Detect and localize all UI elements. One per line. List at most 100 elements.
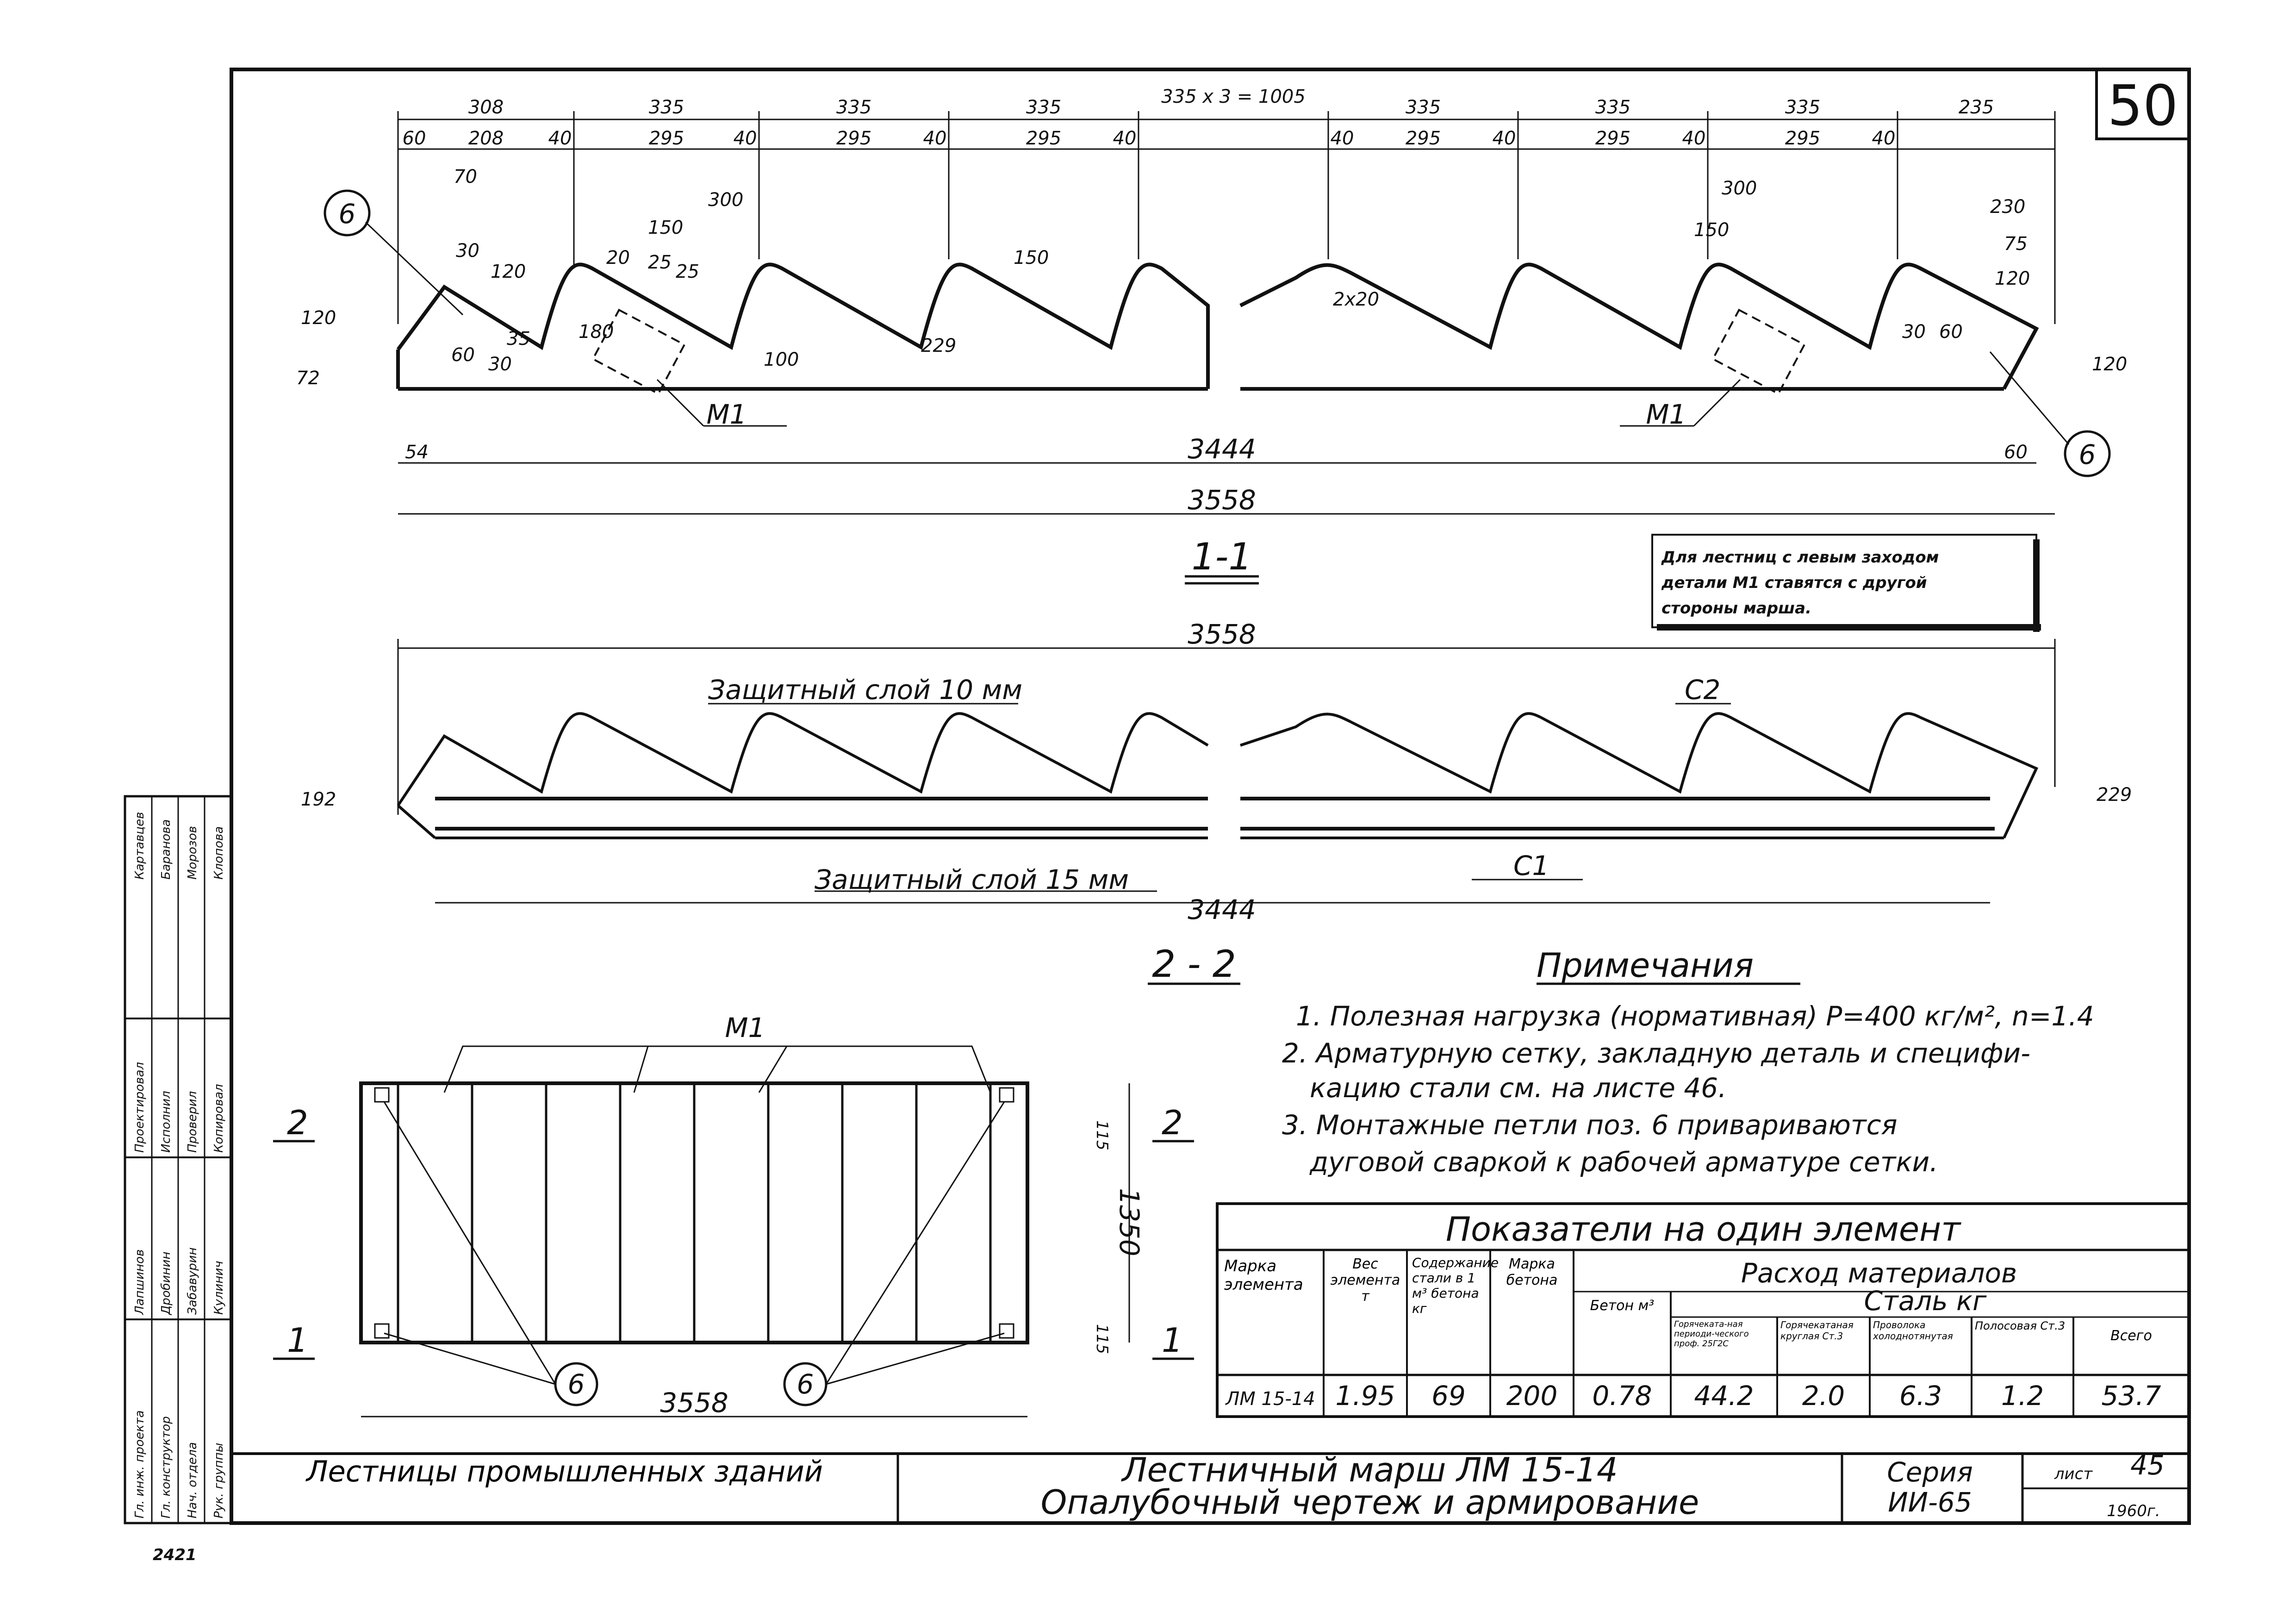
dim-top-8: 235 bbox=[1959, 97, 1994, 118]
detail-dim-20: 20 bbox=[606, 247, 630, 269]
steel-header: Сталь кг bbox=[1864, 1285, 1987, 1317]
dim-top-3: 335 bbox=[836, 97, 871, 118]
hdr-steel-col-1: Горячеката-ная периоди-ческого проф. 25Г… bbox=[1674, 1319, 1749, 1349]
plan-part-label: М1 bbox=[725, 1012, 765, 1043]
sub-dim-16: 40 bbox=[1872, 128, 1896, 149]
hdr-steel-col-5: Всего bbox=[2110, 1328, 2152, 1344]
note-item-3: 3. Монтажные петли поз. 6 привариваются bbox=[1282, 1109, 1897, 1141]
detail-dim-300b: 300 bbox=[1722, 178, 1757, 199]
callout-6-right-label: 6 bbox=[2079, 439, 2096, 470]
dim-3444-s1: 3444 bbox=[1188, 433, 1256, 465]
plan-height-dim: 1350 bbox=[1114, 1188, 1145, 1256]
sub-dim-13: 295 bbox=[1595, 128, 1630, 149]
plan-width-dim: 3558 bbox=[660, 1387, 728, 1418]
plan-edge-dim-top: 115 bbox=[1093, 1120, 1111, 1150]
callout-6-left-label: 6 bbox=[339, 198, 356, 230]
name-3: Забавурин bbox=[186, 1247, 199, 1315]
detail-dim-120b: 120 bbox=[1995, 268, 2030, 289]
detail-dim-180: 180 bbox=[579, 321, 614, 343]
dim-top-7: 335 bbox=[1785, 97, 1820, 118]
role-3: Нач. отдела bbox=[186, 1442, 199, 1518]
role-4: Рук. группы bbox=[212, 1443, 226, 1518]
role-2: Гл. конструктор bbox=[159, 1416, 173, 1518]
cell-mark: ЛМ 15-14 bbox=[1225, 1388, 1315, 1410]
cell-weight: 1.95 bbox=[1335, 1380, 1395, 1412]
note-item-1: 1. Полезная нагрузка (нормативная) Р=400… bbox=[1296, 1000, 2094, 1032]
detail-dim-150b: 150 bbox=[1014, 247, 1049, 269]
plan-view: М1 6 6 3558 1350 115 115 2 2 1 1 bbox=[273, 1012, 1194, 1418]
dim-54: 54 bbox=[405, 442, 429, 463]
cell-steel-content: 69 bbox=[1431, 1380, 1466, 1412]
notes-block: Примечания 1. Полезная нагрузка (нормати… bbox=[1282, 946, 2094, 1178]
plan-edge-dim-bottom: 115 bbox=[1093, 1324, 1111, 1354]
series-value: ИИ-65 bbox=[1888, 1487, 1972, 1518]
year: 1960г. bbox=[2107, 1502, 2160, 1520]
stamp-number: 2421 bbox=[153, 1546, 197, 1564]
cell-steel-1: 44.2 bbox=[1694, 1380, 1754, 1412]
sub-dim-8: 295 bbox=[1026, 128, 1061, 149]
note-item-3b: дуговой сваркой к рабочей арматуре сетки… bbox=[1309, 1146, 1938, 1178]
section-2-label: 2 - 2 bbox=[1152, 943, 1236, 986]
sub-dim-2: 208 bbox=[468, 128, 504, 149]
hdr-concrete-grade: Марка бетона bbox=[1506, 1256, 1558, 1288]
dim-top-5: 335 bbox=[1406, 97, 1441, 118]
sub-dim-12: 40 bbox=[1493, 128, 1516, 149]
sheet-number-box bbox=[2095, 68, 2190, 140]
detail-dim-25a: 25 bbox=[648, 252, 672, 273]
sub-dim-5: 40 bbox=[734, 128, 757, 149]
sub-dim-11: 295 bbox=[1406, 128, 1441, 149]
detail-dim-72: 72 bbox=[296, 368, 320, 389]
plan-rebars bbox=[397, 1083, 992, 1343]
dim-top-1: 308 bbox=[468, 97, 504, 118]
hdr-steel-col-3: Проволока холоднотянутая bbox=[1873, 1319, 1953, 1342]
name-6: Баранова bbox=[159, 819, 173, 880]
cover-bottom-label: Защитный слой 15 мм bbox=[815, 864, 1129, 895]
detail-dim-100: 100 bbox=[764, 349, 799, 370]
note-line-2: детали М1 ставятся с другой bbox=[1661, 574, 1927, 592]
cut-1-right: 1 bbox=[1162, 1321, 1183, 1360]
detail-dim-60b: 60 bbox=[1939, 321, 1963, 343]
cell-concrete: 0.78 bbox=[1592, 1380, 1652, 1412]
role-5: Проектировал bbox=[133, 1062, 147, 1153]
height-229: 229 bbox=[2097, 784, 2132, 806]
detail-dim-25b: 25 bbox=[676, 261, 699, 282]
cell-steel-2: 2.0 bbox=[1802, 1380, 1845, 1412]
name-8: Клопова bbox=[212, 826, 226, 880]
hdr-steel-col-4: Полосовая Ст.3 bbox=[1975, 1319, 2066, 1332]
dim-3558-s2: 3558 bbox=[1188, 618, 1256, 650]
detail-dim-30b: 30 bbox=[488, 354, 512, 375]
detail-dim-30c: 30 bbox=[1902, 321, 1926, 343]
mesh-c1-label: С1 bbox=[1513, 850, 1549, 881]
role-8: Копировал bbox=[212, 1084, 226, 1153]
section-1-1: 308 335 335 335 335 x 3 = 1005 335 335 3… bbox=[296, 86, 2127, 632]
cell-steel-3: 6.3 bbox=[1899, 1380, 1942, 1412]
drawing-title-1: Лестничный марш ЛМ 15-14 bbox=[1120, 1450, 1618, 1489]
detail-dim-229: 229 bbox=[921, 335, 956, 356]
mesh-c2-label: С2 bbox=[1685, 674, 1720, 706]
cut-2-right: 2 bbox=[1162, 1103, 1183, 1142]
callout-6-left bbox=[324, 189, 371, 237]
drawing-title-2: Опалубочный чертеж и армирование bbox=[1041, 1483, 1699, 1522]
dim-top-4: 335 bbox=[1026, 97, 1061, 118]
name-2: Дробинин bbox=[159, 1251, 173, 1315]
title-block: Лестницы промышленных зданий Лестничный … bbox=[231, 1449, 2189, 1523]
sub-dim-15: 295 bbox=[1785, 128, 1820, 149]
embedded-part-left-shape bbox=[591, 308, 686, 395]
cell-steel-total: 53.7 bbox=[2101, 1380, 2161, 1412]
hdr-steel-col-2: Горячекатаная круглая Ст.3 bbox=[1780, 1319, 1854, 1342]
signature-block: Гл. инж. проекта Гл. конструктор Нач. от… bbox=[124, 795, 233, 1524]
embedded-part-right-shape bbox=[1711, 308, 1806, 395]
embedded-part-right: M1 bbox=[1646, 399, 1686, 430]
detail-dim-300: 300 bbox=[708, 189, 743, 211]
hdr-weight: Вес элемента т bbox=[1330, 1256, 1400, 1305]
cell-steel-4: 1.2 bbox=[2001, 1380, 2044, 1412]
dim-ticks bbox=[397, 111, 2056, 324]
role-6: Исполнил bbox=[159, 1091, 173, 1153]
detail-dim-30: 30 bbox=[456, 240, 479, 262]
name-5: Картавцев bbox=[133, 812, 147, 880]
plan-callout-6-a-label: 6 bbox=[568, 1368, 585, 1400]
detail-dim-75: 75 bbox=[2004, 233, 2028, 255]
repeat-note: 335 x 3 = 1005 bbox=[1161, 86, 1306, 107]
sub-dim-3: 40 bbox=[548, 128, 572, 149]
